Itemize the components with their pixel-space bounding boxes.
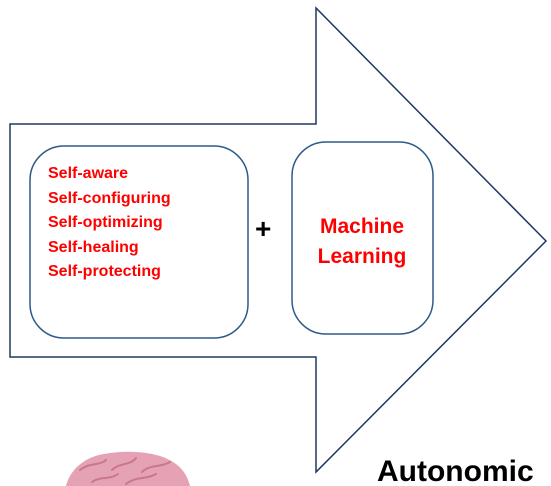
properties-list: Self-aware Self-configuring Self-optimiz… [48,162,171,285]
autonomic-caption: Autonomic [377,455,534,486]
property-self-configuring: Self-configuring [48,189,171,207]
machine-learning-label: Machine Learning [293,212,431,272]
brain-icon [66,451,190,486]
machine-learning-box [291,141,434,335]
properties-box [29,145,249,339]
machine-learning-line1: Machine [319,215,405,238]
machine-learning-line2: Learning [317,245,407,268]
property-self-protecting: Self-protecting [48,263,161,280]
property-self-optimizing: Self-optimizing [48,214,163,231]
property-self-healing: Self-healing [48,238,139,256]
property-self-aware: Self-aware [48,165,129,182]
plus-sign: + [255,213,272,244]
arrow-shape [9,6,548,474]
